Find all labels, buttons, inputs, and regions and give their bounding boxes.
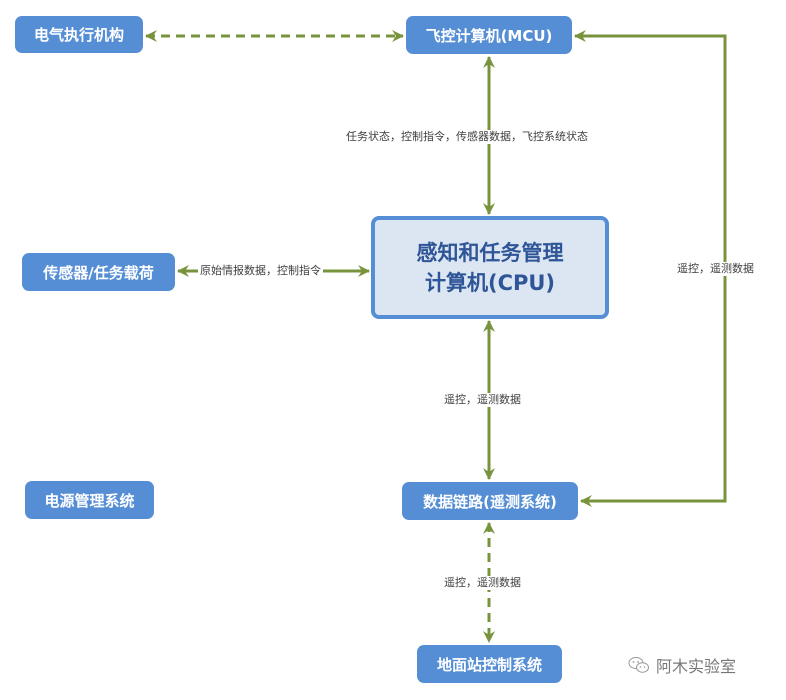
node-ground-station[interactable]: 地面站控制系统 [417, 645, 562, 683]
node-cpu-line2: 计算机(CPU) [424, 270, 556, 295]
label-cpu-datalink: 遥控，遥测数据 [442, 393, 523, 407]
watermark-text: 阿木实验室 [656, 657, 737, 676]
label-datalink-ground: 遥控，遥测数据 [442, 576, 523, 590]
node-mcu[interactable]: 飞控计算机(MCU) [406, 16, 572, 54]
label-sensor-cpu: 原始情报数据，控制指令 [198, 264, 323, 278]
node-cpu-line1: 感知和任务管理 [416, 240, 564, 265]
label-mcu-datalink: 遥控，遥测数据 [675, 262, 756, 276]
node-datalink[interactable]: 数据链路(遥测系统) [402, 482, 578, 520]
node-sensor-payload[interactable]: 传感器/任务载荷 [22, 253, 175, 291]
wechat-icon [628, 657, 649, 673]
node-power[interactable]: 电源管理系统 [25, 481, 154, 519]
label-mcu-cpu: 任务状态，控制指令，传感器数据，飞控系统状态 [344, 130, 590, 144]
node-cpu[interactable]: 感知和任务管理 计算机(CPU) [371, 216, 609, 319]
watermark: 阿木实验室 [628, 653, 736, 677]
node-electric-actuator[interactable]: 电气执行机构 [15, 16, 143, 53]
